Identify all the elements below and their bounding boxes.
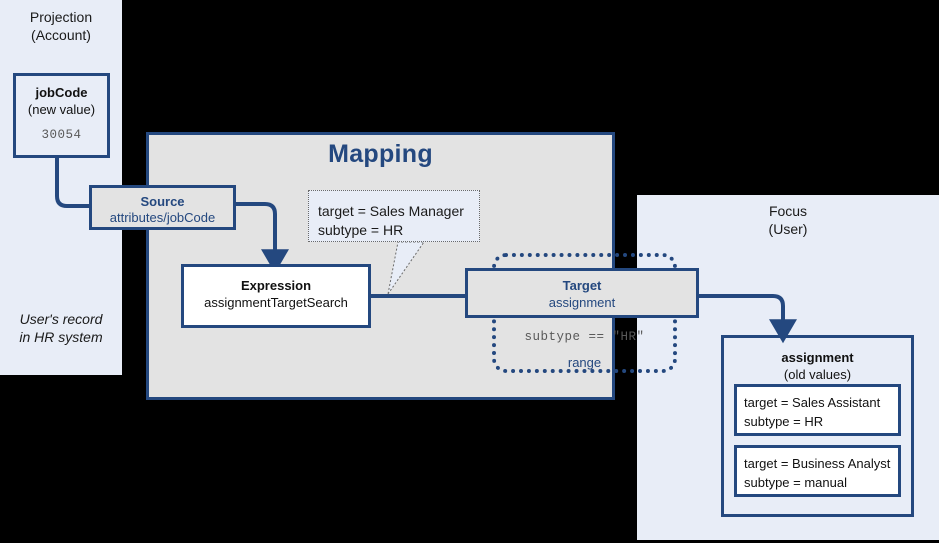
focus-panel-title-line1: Focus	[768, 203, 808, 219]
assignment-box-title: assignment	[781, 350, 854, 365]
target-box-title: Target	[562, 278, 602, 293]
target-box-subtitle: assignment	[548, 295, 616, 310]
assignment-value-row-2-line1: target = Business Analyst	[744, 456, 891, 471]
expression-box-title: Expression	[240, 278, 312, 293]
callout-box	[308, 190, 480, 242]
assignment-value-row-2[interactable]: target = Business Analyst subtype = manu…	[734, 445, 901, 497]
assignment-value-row-2-line2: subtype = manual	[744, 475, 847, 490]
source-box-subtitle: attributes/jobCode	[109, 210, 216, 225]
assignment-value-row-1[interactable]: target = Sales Assistant subtype = HR	[734, 384, 901, 436]
source-box-title: Source	[140, 194, 185, 209]
focus-panel-title-line2: (User)	[768, 221, 808, 237]
projection-panel-note-line2: in HR system	[19, 329, 103, 345]
projection-panel-note: User's record in HR system	[0, 310, 122, 346]
jobcode-box[interactable]: jobCode (new value) 30054	[13, 73, 110, 158]
focus-panel-title: Focus (User)	[637, 202, 939, 238]
callout-line2: subtype = HR	[318, 222, 404, 238]
projection-panel-title: Projection (Account)	[0, 8, 122, 44]
jobcode-box-subtitle: (new value)	[27, 102, 96, 117]
source-box[interactable]: Source attributes/jobCode	[89, 185, 236, 230]
expression-box[interactable]: Expression assignmentTargetSearch	[181, 264, 371, 328]
projection-panel-title-line2: (Account)	[31, 27, 91, 43]
range-condition: subtype == "HR"	[524, 330, 645, 344]
mapping-panel-title: Mapping	[328, 140, 433, 168]
jobcode-box-value: 30054	[41, 128, 82, 142]
jobcode-box-title: jobCode	[35, 85, 88, 100]
target-box[interactable]: Target assignment	[465, 268, 699, 318]
expression-box-subtitle: assignmentTargetSearch	[204, 295, 348, 310]
assignment-value-row-1-line2: subtype = HR	[744, 414, 824, 429]
projection-panel-note-line1: User's record	[19, 311, 103, 327]
range-label: range	[567, 355, 602, 370]
callout-line1: target = Sales Manager	[318, 203, 464, 219]
assignment-value-row-1-line1: target = Sales Assistant	[744, 395, 881, 410]
projection-panel-title-line1: Projection	[29, 9, 93, 25]
assignment-box-subtitle: (old values)	[783, 367, 852, 382]
